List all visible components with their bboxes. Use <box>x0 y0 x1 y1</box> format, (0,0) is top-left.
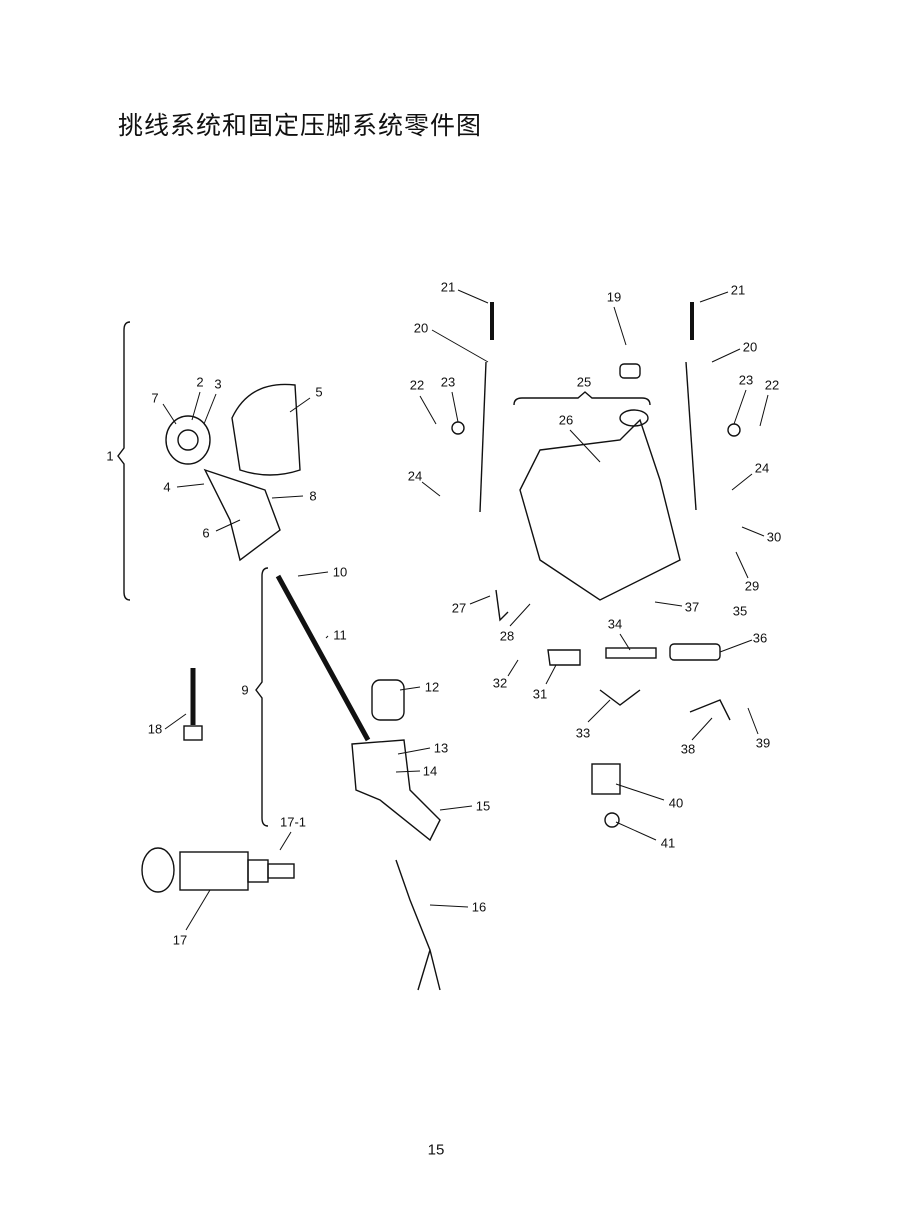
callout-11: 11 <box>333 627 347 643</box>
callout-19: 19 <box>606 289 622 305</box>
callout-20: 20 <box>413 320 429 336</box>
callout-35: 35 <box>732 603 748 619</box>
callout-29: 29 <box>744 578 760 594</box>
page-number: 15 <box>427 1141 445 1159</box>
bracket-group-25 <box>513 391 651 406</box>
callout-28: 28 <box>499 628 515 644</box>
callout-27: 27 <box>451 600 467 616</box>
callout-14: 14 <box>422 763 438 779</box>
callout-3: 3 <box>214 376 222 392</box>
callout-22: 22 <box>764 377 780 393</box>
bracket-group-1 <box>117 321 131 601</box>
tension-unit-17 <box>141 847 295 893</box>
small-parts <box>451 363 741 828</box>
callout-23: 23 <box>440 374 456 390</box>
callout-39: 39 <box>755 735 771 751</box>
callout-1: 1 <box>106 448 114 464</box>
callout-4: 4 <box>163 479 171 495</box>
callout-13: 13 <box>433 740 449 756</box>
callout-41: 41 <box>660 835 676 851</box>
callout-36: 36 <box>752 630 768 646</box>
callout-38: 38 <box>680 741 696 757</box>
presser-foot-base-26 <box>519 409 681 601</box>
diagram-title: 挑线系统和固定压脚系统零件图 <box>118 111 483 140</box>
callout-6: 6 <box>202 525 210 541</box>
callout-32: 32 <box>492 675 508 691</box>
thread-take-up-assembly <box>165 383 301 562</box>
guide-rods-20 <box>479 302 697 513</box>
callout-25: 25 <box>576 374 592 390</box>
callout-18: 18 <box>147 721 163 737</box>
bracket-group-9 <box>255 567 269 827</box>
callout-2: 2 <box>196 374 204 390</box>
callout-22: 22 <box>409 377 425 393</box>
callout-33: 33 <box>575 725 591 741</box>
callout-24: 24 <box>754 460 770 476</box>
callout-7: 7 <box>151 390 159 406</box>
callout-10: 10 <box>332 564 348 580</box>
callout-12: 12 <box>424 679 440 695</box>
callout-31: 31 <box>532 686 548 702</box>
callout-15: 15 <box>475 798 491 814</box>
callout-17-1: 17-1 <box>279 814 307 830</box>
screw-18 <box>183 668 203 741</box>
callout-30: 30 <box>766 529 782 545</box>
callout-21: 21 <box>440 279 456 295</box>
presser-bar-assembly <box>275 574 441 842</box>
callout-8: 8 <box>309 488 317 504</box>
callout-24: 24 <box>407 468 423 484</box>
thread-guide-fork <box>395 859 441 991</box>
callout-5: 5 <box>315 384 323 400</box>
callout-37: 37 <box>684 599 700 615</box>
callout-21: 21 <box>730 282 746 298</box>
callout-16: 16 <box>471 899 487 915</box>
callout-20: 20 <box>742 339 758 355</box>
callout-40: 40 <box>668 795 684 811</box>
callout-34: 34 <box>607 616 623 632</box>
callout-23: 23 <box>738 372 754 388</box>
callout-17: 17 <box>172 932 188 948</box>
callout-26: 26 <box>558 412 574 428</box>
callout-9: 9 <box>241 682 249 698</box>
